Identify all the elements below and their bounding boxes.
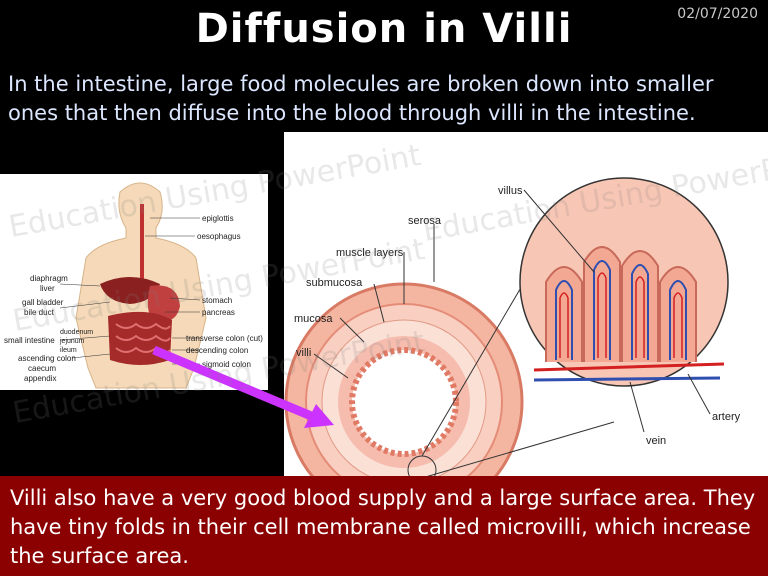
label-epiglottis: epiglottis [202,214,234,223]
zoom-line-top [421,261,537,457]
label-caecum: caecum [28,364,56,373]
label-liver: liver [40,284,55,293]
vein-vessel [533,376,721,382]
label-pancreas: pancreas [202,308,235,317]
zoom-line-bottom [421,421,615,479]
label-villus: villus [498,185,523,197]
lumen [349,347,459,457]
label-muscle-layers: muscle layers [336,247,404,259]
label-appendix: appendix [24,374,56,383]
label-gall-bladder: gall bladder [22,298,64,307]
label-bile-duct: bile duct [24,308,55,317]
intro-text: In the intestine, large food molecules a… [8,72,714,125]
label-vein: vein [646,435,666,447]
label-diaphragm: diaphragm [30,274,68,283]
label-ileum: ileum [60,347,77,354]
label-mucosa: mucosa [294,313,333,325]
bottom-text-bar: Villi also have a very good blood supply… [0,476,768,576]
label-descending-colon: descending colon [186,346,248,355]
stomach-shape [147,285,180,322]
slide-title: Diffusion in Villi [195,6,573,52]
label-small-intestine: small intestine [4,336,55,345]
digestive-system-diagram: epiglottis oesophagus diaphragm liver ga… [0,174,268,390]
label-sigmoid-colon: sigmoid colon [202,360,251,369]
label-stomach: stomach [202,296,232,305]
label-transverse-colon: transverse colon (cut) [186,334,263,343]
slide-date: 02/07/2020 [677,6,758,22]
digestive-system-illustration: epiglottis oesophagus diaphragm liver ga… [4,182,263,389]
villi-illustration: villus serosa muscle layers submucosa mu… [284,177,741,522]
label-submucosa: submucosa [306,277,363,289]
villi-magnified [519,177,729,387]
villi-fingers [545,246,697,362]
label-duodenum: duodenum [60,329,93,336]
label-serosa: serosa [408,215,442,227]
label-villi: villi [296,347,311,359]
label-ascending-colon: ascending colon [18,354,76,363]
label-oesophagus: oesophagus [197,232,241,241]
label-jejunum: jejunum [59,338,85,345]
liver-shape [100,277,160,304]
artery-vessel [533,362,725,372]
villi-veins [555,260,687,360]
villi-capillaries [559,272,683,358]
villi-leader-lines [313,189,711,433]
bottom-text: Villi also have a very good blood supply… [10,486,756,568]
label-artery: artery [712,411,741,423]
villi-diagram: villus serosa muscle layers submucosa mu… [284,132,768,522]
